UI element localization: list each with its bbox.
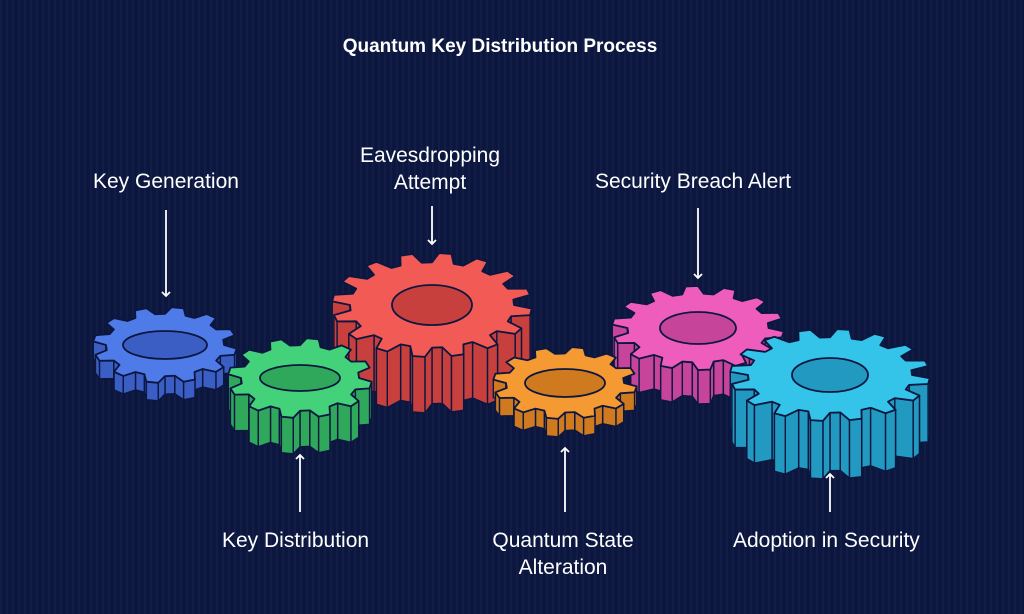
gear-1-icon — [92, 306, 238, 402]
diagram-title: Quantum Key Distribution Process — [342, 36, 658, 57]
label-adoption-in-security: Adoption in Security — [733, 529, 920, 552]
gear-2-icon — [227, 337, 373, 455]
label-eavesdropping-attempt: Eavesdropping Attempt — [359, 144, 501, 194]
label-quantum-state-alteration: Quantum State Alteration — [492, 529, 634, 579]
label-security-breach-alert: Security Breach Alert — [595, 170, 792, 193]
label-key-generation: Key Generation — [93, 170, 239, 193]
gear-6-icon — [729, 328, 931, 480]
gear-4-icon — [492, 346, 638, 438]
gear-3-icon — [331, 252, 533, 414]
label-key-distribution: Key Distribution — [222, 529, 370, 552]
